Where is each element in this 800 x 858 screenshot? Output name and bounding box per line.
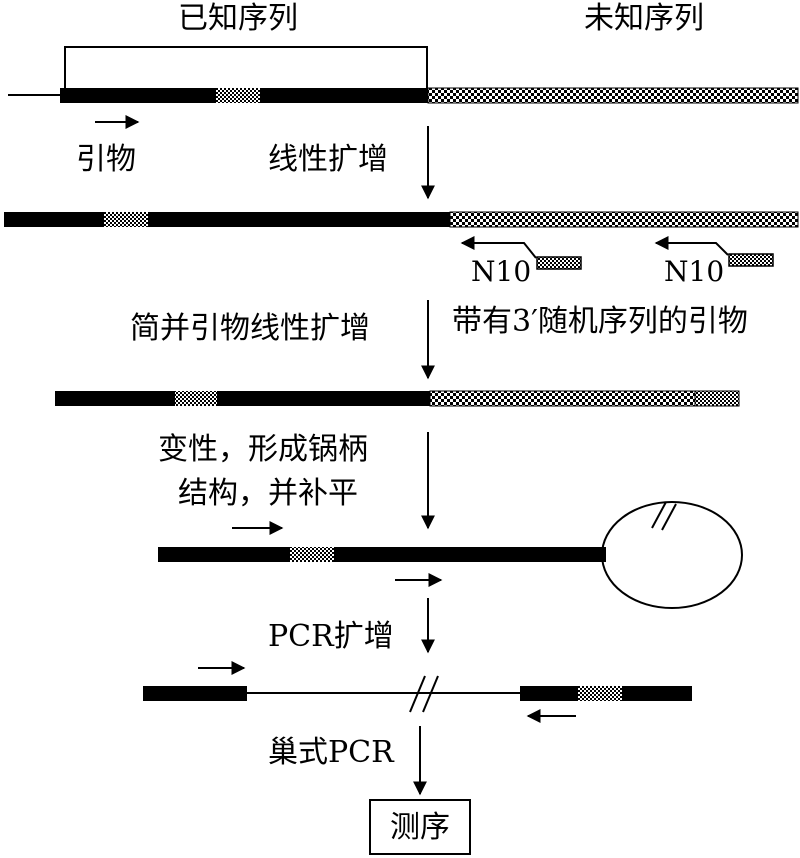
n10-label: N10 — [664, 255, 724, 288]
known-segment — [55, 391, 175, 406]
degenerate-primer-amplification-label: 简并引物线性扩增 — [130, 311, 370, 346]
known-hatched-segment — [578, 686, 622, 701]
random-primer-tail — [703, 242, 729, 256]
n10-label: N10 — [471, 255, 531, 288]
denature-label-line2: 结构，并补平 — [178, 476, 358, 511]
random-primer-n10-block — [728, 253, 774, 267]
random-primer-n10-block — [536, 256, 582, 270]
known-segment — [520, 686, 578, 701]
known-segment — [158, 547, 290, 562]
known-segment — [622, 686, 692, 701]
known-hatched-segment — [290, 547, 334, 562]
pcr-amplification-label: PCR扩增 — [268, 619, 394, 654]
random-primer-tail — [510, 242, 537, 259]
known-segment — [60, 88, 216, 103]
unknown-segment — [429, 390, 696, 407]
break-mark — [661, 503, 677, 531]
random-primer-end-segment — [694, 390, 740, 407]
known-segment — [334, 547, 606, 562]
unknown-segment — [427, 87, 799, 104]
known-segment — [217, 391, 430, 406]
unknown-sequence-label: 未知序列 — [584, 1, 704, 36]
known-hatched-segment — [216, 88, 260, 103]
break-mark — [409, 675, 426, 713]
linear-amplification-label: 线性扩增 — [268, 142, 388, 177]
known-segment — [143, 686, 247, 701]
random-primer-note: 带有3′随机序列的引物 — [452, 304, 748, 339]
known-sequence-bracket — [64, 46, 428, 88]
primer-label: 引物 — [76, 142, 136, 177]
known-hatched-segment — [175, 391, 217, 406]
sequencing-label: 测序 — [390, 810, 450, 845]
unknown-segment — [449, 211, 799, 228]
break-mark — [422, 675, 439, 713]
known-segment — [148, 212, 450, 227]
denature-label-line1: 变性，形成锅柄 — [158, 432, 368, 467]
break-mark — [651, 501, 667, 529]
loop-structure — [601, 501, 743, 609]
known-segment — [4, 212, 104, 227]
known-hatched-segment — [104, 212, 148, 227]
known-segment — [260, 88, 428, 103]
known-sequence-label: 已知序列 — [178, 1, 298, 36]
nested-pcr-label: 巢式PCR — [268, 735, 395, 770]
sequencing-box — [369, 799, 471, 855]
